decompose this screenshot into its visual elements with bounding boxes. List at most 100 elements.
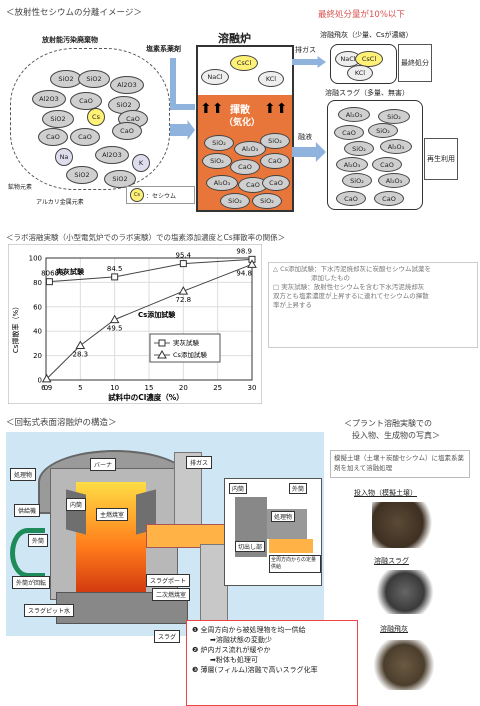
data-label: 95.4 — [176, 252, 192, 260]
x-tick-label: 25 — [213, 384, 222, 392]
outer-label: 外筒 — [28, 534, 49, 547]
detail-inset: 内筒 外筒 処理物 切出し部 全周方向からの定量供給 — [224, 478, 322, 586]
particle: SiO₂ — [252, 193, 282, 209]
molten-label: 融液 — [298, 133, 312, 141]
inset-inner-label: 内筒 — [229, 483, 248, 494]
flyash-title: 溶融飛灰（少量、Csが濃縮） — [320, 31, 413, 39]
main-chamber-label: 主燃焼室 — [96, 508, 129, 521]
data-label: 72.8 — [176, 296, 192, 304]
alkali-label: アルカリ金属元素 — [36, 199, 84, 206]
legend-triangle-marker — [157, 349, 167, 359]
slag-particle: Al₂O₃ — [378, 173, 410, 188]
input-soil-photo — [372, 502, 436, 548]
flame-chamber — [76, 482, 146, 592]
burner-label: バーナ — [90, 458, 117, 471]
cesium-legend-icon: Cs — [130, 188, 144, 202]
exhaust-gas-label: 排ガス — [186, 456, 213, 469]
note-line: 添加したもの — [311, 274, 350, 282]
particle: SiO₂ — [204, 135, 234, 151]
slag-port-label: スラグポート — [146, 574, 191, 587]
particle: Al₂O₃ — [206, 175, 238, 191]
legend-real: 実灰試験 — [173, 338, 200, 347]
section1-title: ＜放射性セシウムの分離イメージ＞ — [6, 8, 142, 18]
furnace-diagram: 処理物 供給機 外筒 外筒が回転 スラグピット水 バーナ 排ガス 内筒 主燃焼室… — [6, 432, 324, 643]
rotation-arrow-icon — [10, 528, 45, 578]
volatilize-label: 揮散 — [230, 105, 250, 116]
data-point-triangle — [247, 259, 257, 268]
y-tick-label: 40 — [33, 328, 42, 336]
data-label: 8068.8 — [41, 270, 66, 278]
feeder-label: 供給機 — [14, 504, 41, 517]
slag-particle: Al₂O₃ — [336, 157, 368, 172]
chart-frame — [8, 244, 262, 404]
feature-line: ❷ 炉内ガス流れが緩やか — [192, 646, 271, 654]
molten-arrow — [292, 142, 326, 162]
kcl-vapor: KCl — [258, 71, 284, 87]
slag-particle: CaO — [374, 191, 404, 206]
gasify-label: （気化） — [224, 118, 261, 128]
cscl-vapor: CsCl — [230, 55, 258, 71]
y-tick-label: 0 — [38, 377, 42, 385]
feed-label: 処理物 — [10, 468, 37, 481]
inset-uniform-label: 全周方向からの定量供給 — [269, 555, 321, 573]
particle: SiO₂ — [220, 193, 250, 209]
y-tick-label: 60 — [33, 303, 42, 311]
feed-wall-left — [66, 489, 86, 535]
slag-particle: SiO₂ — [378, 109, 410, 124]
slag-chute — [200, 544, 228, 626]
y-tick-label: 80 — [33, 279, 42, 287]
data-point-triangle — [178, 286, 189, 295]
section2-title: ＜ラボ溶融実験（小型電気炉でのラボ実験）での塩素添加濃度とCs揮散率の関係＞ — [6, 233, 286, 242]
particle: SiO2 — [78, 70, 110, 88]
particle: Al2O3 — [95, 146, 129, 164]
experiment-description: 模擬土壌（土壌＋炭酸セシウム）に塩素系薬剤を加えて溶融処理 — [330, 450, 470, 478]
data-label: 94.8 — [236, 269, 252, 277]
particle: CaO — [70, 92, 102, 110]
x-tick-label: 0 — [44, 384, 48, 392]
data-label: 84.5 — [107, 265, 123, 273]
flyash-particle: KCl — [347, 65, 373, 81]
slag-particle: CaO — [372, 157, 402, 172]
potassium-particle: K — [132, 154, 150, 172]
chart-legend: 実灰試験 Cs添加試験 — [149, 333, 221, 363]
particle: CaO — [112, 122, 142, 140]
furnace-title: 溶融炉 — [218, 32, 251, 45]
particle: SiO₂ — [202, 153, 232, 169]
particle: SiO2 — [66, 166, 98, 184]
x-tick-label: 15 — [145, 384, 154, 392]
outer-drive-label: 外筒が回転 — [12, 576, 51, 589]
flyash-photo — [372, 640, 436, 690]
particle: CaO — [260, 153, 290, 169]
chart-xlabel: 試料中のCl濃度（%） — [108, 392, 184, 402]
up-arrows-right: ⬆⬆ — [264, 101, 288, 117]
chart-ylabel: Cs揮散率（%） — [11, 303, 20, 353]
chart-annotation-cs: Cs添加試験 — [138, 310, 176, 319]
section4-title-2: 投入物、生成物の写真＞ — [352, 431, 440, 440]
chloride-arrow-h — [170, 104, 195, 110]
features-callout: ❶ 全周方向から被処理物を均一供給 ➡溶融状態の変動少 ❷ 炉内ガス流れが緩やか… — [186, 620, 358, 706]
final-disposal-note: 最終処分量が10%以下 — [318, 10, 405, 20]
slag-title: 溶融スラグ（多量、無害） — [325, 89, 409, 97]
particle: SiO2 — [104, 170, 136, 188]
data-point-triangle — [75, 340, 86, 349]
input-photo-label: 投入物（模擬土壌） — [354, 489, 417, 497]
particle: Al₂O₃ — [234, 141, 266, 157]
note-line: □ 実灰試験：放射性セシウムを含む下水汚泥焼却灰 — [273, 283, 425, 291]
legend-cs: Cs添加試験 — [173, 350, 207, 359]
chart-annotation-real: 実灰試験 — [56, 267, 85, 276]
chart-series: 8068.884.595.498.96.928.349.572.894.8 — [41, 247, 257, 392]
inset-outer-label: 外筒 — [289, 483, 308, 494]
particle: CaO — [70, 128, 100, 146]
inner-label: 内筒 — [66, 498, 87, 511]
chloride-label: 塩素系薬剤 — [146, 45, 181, 53]
inset-processed-label: 処理物 — [271, 511, 296, 522]
particle: Al2O3 — [32, 90, 66, 108]
slag-particle: SiO₂ — [342, 173, 372, 188]
data-point-triangle — [109, 314, 120, 324]
y-tick-label: 100 — [29, 255, 42, 263]
flyash-box: NaCl CsCl KCl — [330, 44, 397, 84]
flyash-photo-label: 溶融飛灰 — [380, 625, 408, 633]
slag-label: スラグ — [154, 630, 181, 643]
y-tick-label: 20 — [33, 352, 42, 360]
